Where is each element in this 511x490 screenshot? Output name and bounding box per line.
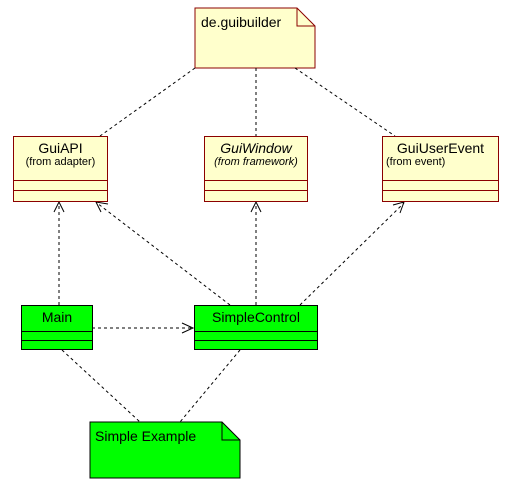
package-note-top-shape — [194, 7, 316, 69]
class-simplecontrol-op-divider — [195, 340, 317, 341]
class-guiuserevent[interactable]: GuiUserEvent (from event) — [382, 136, 499, 202]
class-main-name: Main — [41, 309, 73, 325]
arrowhead-guiapi-from-main — [53, 200, 65, 213]
package-note-top-fold — [296, 8, 315, 27]
dep-simplecontrol-guiuserevent — [299, 202, 405, 306]
class-simplecontrol-attr-divider — [195, 331, 317, 332]
note-link-guiuserevent — [294, 67, 396, 137]
package-note-bottom-fold — [221, 422, 240, 441]
dep-simplecontrol-guiapi — [96, 202, 231, 306]
class-guiwindow[interactable]: GuiWindow (from framework) — [204, 136, 308, 202]
arrowhead-guiuserevent — [392, 201, 405, 214]
class-guiapi-op-divider — [14, 190, 107, 191]
class-guiapi-name: GuiAPI — [38, 140, 83, 156]
class-guiuserevent-origin: (from event) — [386, 156, 446, 168]
class-main[interactable]: Main — [21, 305, 93, 350]
class-guiwindow-attr-divider — [205, 180, 307, 181]
class-simplecontrol-name: SimpleControl — [212, 309, 300, 325]
note-link-main — [61, 349, 141, 423]
class-guiwindow-origin: (from framework) — [214, 156, 298, 168]
class-guiwindow-op-divider — [205, 190, 307, 191]
note-link-simplecontrol — [179, 349, 241, 423]
class-guiapi-origin: (from adapter) — [25, 156, 96, 168]
package-note-bottom-shape — [89, 421, 241, 479]
class-main-op-divider — [22, 340, 92, 341]
arrowhead-guiapi-from-simplecontrol — [95, 201, 109, 213]
class-guiuserevent-attr-divider — [383, 180, 498, 181]
note-link-guiapi — [99, 67, 196, 137]
class-guiuserevent-op-divider — [383, 190, 498, 191]
package-label-bottom: Simple Example — [95, 428, 197, 444]
class-main-attr-divider — [22, 331, 92, 332]
class-guiapi[interactable]: GuiAPI (from adapter) — [13, 136, 108, 202]
package-label-top: de.guibuilder — [201, 14, 282, 30]
arrowhead-guiwindow — [250, 200, 262, 213]
arrowhead-simplecontrol — [181, 322, 195, 334]
class-guiapi-attr-divider — [14, 180, 107, 181]
class-guiuserevent-name: GuiUserEvent — [396, 140, 485, 156]
class-simplecontrol[interactable]: SimpleControl — [194, 305, 318, 350]
class-guiwindow-name: GuiWindow — [220, 140, 292, 156]
